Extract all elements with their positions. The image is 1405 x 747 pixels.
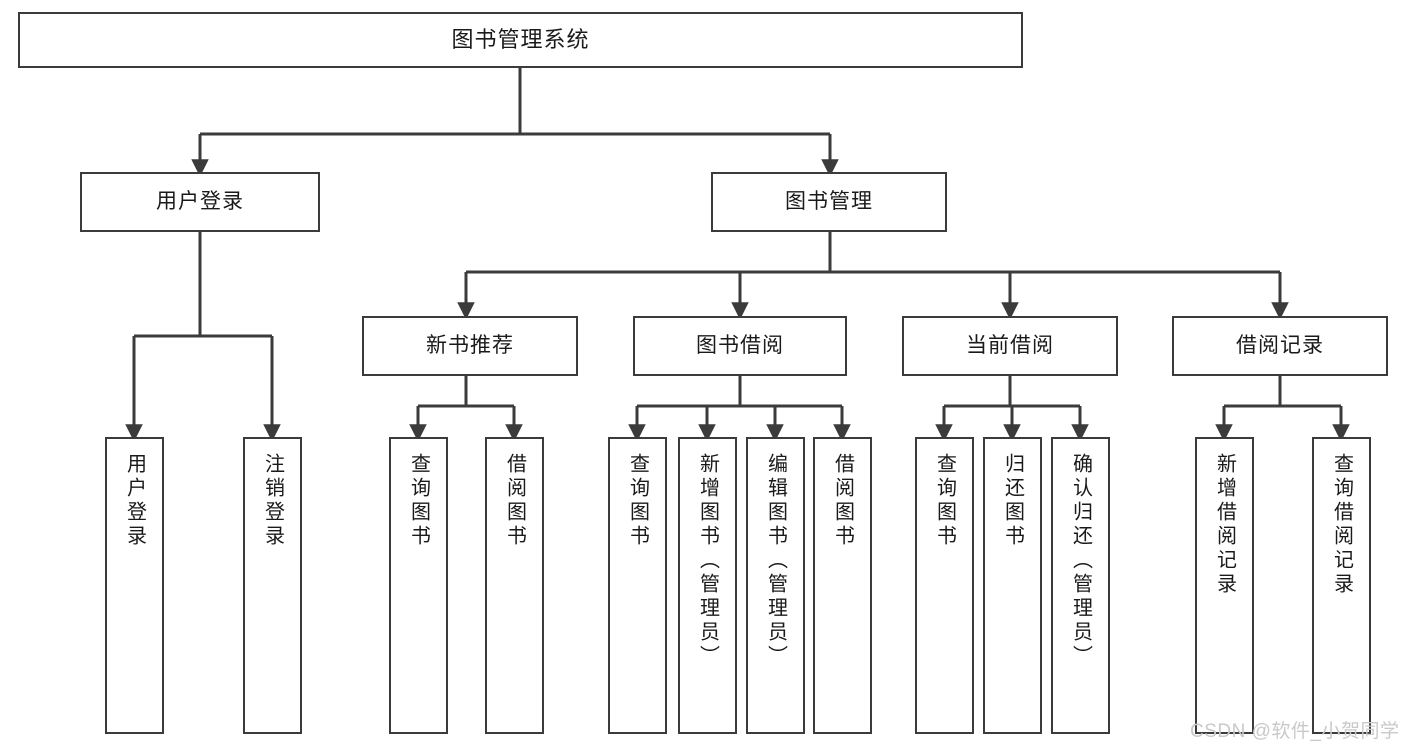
node-user-login-label: 用户登录 xyxy=(156,190,244,214)
node-leaf-return-book[interactable]: 归还图书 xyxy=(983,437,1042,734)
node-leaf-add-book[interactable]: 新增图书（管理员） xyxy=(678,437,737,734)
node-leaf-borrow-book-2[interactable]: 借阅图书 xyxy=(813,437,872,734)
node-leaf-query-record[interactable]: 查询借阅记录 xyxy=(1312,437,1371,734)
node-book-manage-label: 图书管理 xyxy=(785,190,873,214)
node-leaf-logout[interactable]: 注销登录 xyxy=(243,437,302,734)
node-leaf-query-book-3[interactable]: 查询图书 xyxy=(915,437,974,734)
node-leaf-edit-book-label: 编辑图书（管理员） xyxy=(764,453,787,669)
node-leaf-logout-label: 注销登录 xyxy=(261,453,284,549)
node-user-login[interactable]: 用户登录 xyxy=(80,172,320,232)
node-leaf-query-book-2-label: 查询图书 xyxy=(626,453,649,549)
node-leaf-query-book-2[interactable]: 查询图书 xyxy=(608,437,667,734)
node-new-book-recommend[interactable]: 新书推荐 xyxy=(362,316,578,376)
node-leaf-return-book-label: 归还图书 xyxy=(1001,453,1024,549)
node-leaf-query-book-3-label: 查询图书 xyxy=(933,453,956,549)
node-leaf-add-record[interactable]: 新增借阅记录 xyxy=(1195,437,1254,734)
node-new-book-recommend-label: 新书推荐 xyxy=(426,334,514,358)
node-leaf-borrow-book-2-label: 借阅图书 xyxy=(831,453,854,549)
node-leaf-query-record-label: 查询借阅记录 xyxy=(1330,453,1353,597)
node-leaf-borrow-book-1-label: 借阅图书 xyxy=(503,453,526,549)
node-root[interactable]: 图书管理系统 xyxy=(18,12,1023,68)
node-book-borrow-label: 图书借阅 xyxy=(696,334,784,358)
node-leaf-user-login[interactable]: 用户登录 xyxy=(105,437,164,734)
node-borrow-record-label: 借阅记录 xyxy=(1236,334,1324,358)
node-leaf-query-book-1-label: 查询图书 xyxy=(407,453,430,549)
node-root-label: 图书管理系统 xyxy=(451,26,590,52)
node-leaf-confirm-return-label: 确认归还（管理员） xyxy=(1069,453,1092,669)
node-leaf-confirm-return[interactable]: 确认归还（管理员） xyxy=(1051,437,1110,734)
node-leaf-add-record-label: 新增借阅记录 xyxy=(1213,453,1236,597)
node-borrow-record[interactable]: 借阅记录 xyxy=(1172,316,1388,376)
node-leaf-add-book-label: 新增图书（管理员） xyxy=(696,453,719,669)
csdn-watermark: CSDN @软件_小贺同学 xyxy=(1190,721,1400,742)
node-leaf-edit-book[interactable]: 编辑图书（管理员） xyxy=(746,437,805,734)
node-leaf-user-login-label: 用户登录 xyxy=(123,453,146,549)
node-book-borrow[interactable]: 图书借阅 xyxy=(633,316,847,376)
node-leaf-borrow-book-1[interactable]: 借阅图书 xyxy=(485,437,544,734)
node-leaf-query-book-1[interactable]: 查询图书 xyxy=(389,437,448,734)
node-current-borrow[interactable]: 当前借阅 xyxy=(902,316,1118,376)
node-book-manage[interactable]: 图书管理 xyxy=(711,172,947,232)
node-current-borrow-label: 当前借阅 xyxy=(966,334,1054,358)
